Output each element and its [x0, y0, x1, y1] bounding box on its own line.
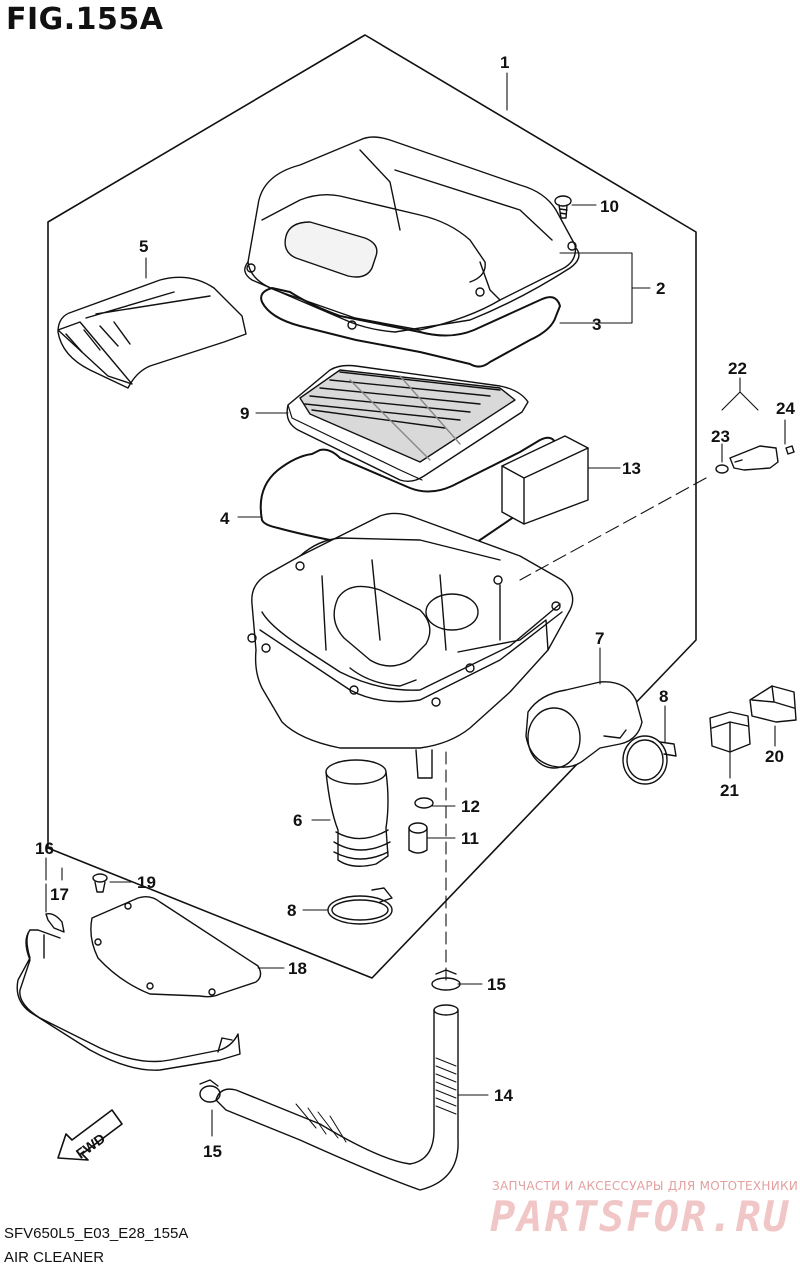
- assembly-boundary: [47, 34, 697, 979]
- callout-19: 19: [137, 873, 156, 892]
- callout-9: 9: [240, 404, 249, 423]
- cushion-block: [501, 435, 589, 525]
- intake-funnel: [325, 759, 391, 867]
- callout-18: 18: [288, 959, 307, 978]
- connector-21: [709, 711, 751, 753]
- clamp-lower: [327, 887, 393, 925]
- intake-temp-sensor: [715, 445, 795, 474]
- callout-8b: 8: [287, 901, 296, 920]
- rivet-19: [92, 873, 108, 893]
- callout-labels: 1 2 3 4 5 6 7 8 8 9 10 11 12 13 14 15 15…: [35, 53, 795, 1162]
- drain-hose: [215, 1004, 459, 1191]
- callout-2: 2: [656, 279, 665, 298]
- callout-10: 10: [600, 197, 619, 216]
- leader-lines: [45, 72, 786, 1137]
- figure-name: AIR CLEANER: [4, 1249, 105, 1266]
- callout-21: 21: [720, 781, 739, 800]
- callout-24: 24: [776, 399, 795, 418]
- clamp-right: [622, 735, 677, 785]
- drain-plug: [408, 822, 428, 854]
- callout-11: 11: [461, 829, 479, 848]
- callout-15b: 15: [203, 1142, 222, 1161]
- figure-title: FIG.155A: [6, 2, 164, 37]
- inlet-duct: [57, 276, 247, 389]
- callout-16: 16: [35, 839, 54, 858]
- air-cleaner-case: [247, 512, 574, 779]
- connector-20: [749, 685, 797, 723]
- seal-upper: [260, 287, 561, 368]
- filter-element: [286, 364, 529, 483]
- hose-clamp-lower: [199, 1079, 221, 1103]
- seal-lower: [259, 436, 562, 563]
- callout-7: 7: [595, 629, 604, 648]
- callout-1: 1: [500, 53, 509, 72]
- o-ring: [414, 797, 434, 809]
- callout-22: 22: [728, 359, 747, 378]
- callout-3: 3: [592, 315, 601, 334]
- outlet-tube: [525, 681, 643, 769]
- callout-13: 13: [622, 459, 641, 478]
- upper-cover: [244, 136, 580, 333]
- bracket: [16, 929, 241, 1071]
- callout-12: 12: [461, 797, 480, 816]
- clip-17: [45, 912, 65, 933]
- callout-14: 14: [494, 1086, 513, 1105]
- watermark-tagline: ЗАПЧАСТИ И АКСЕССУАРЫ ДЛЯ МОТОТЕХНИКИ: [492, 1179, 799, 1193]
- side-cover: [90, 895, 262, 998]
- callout-23: 23: [711, 427, 730, 446]
- screw: [554, 195, 572, 219]
- callout-5: 5: [139, 237, 148, 256]
- callout-4: 4: [220, 509, 230, 528]
- figure-code: SFV650L5_E03_E28_155A: [4, 1225, 189, 1242]
- fwd-arrow: [57, 1109, 123, 1161]
- callout-20: 20: [765, 747, 784, 766]
- callout-6: 6: [293, 811, 302, 830]
- callout-15a: 15: [487, 975, 506, 994]
- watermark-logo: PARTSFOR.RU: [490, 1192, 791, 1241]
- callout-17: 17: [50, 885, 69, 904]
- callout-8a: 8: [659, 687, 668, 706]
